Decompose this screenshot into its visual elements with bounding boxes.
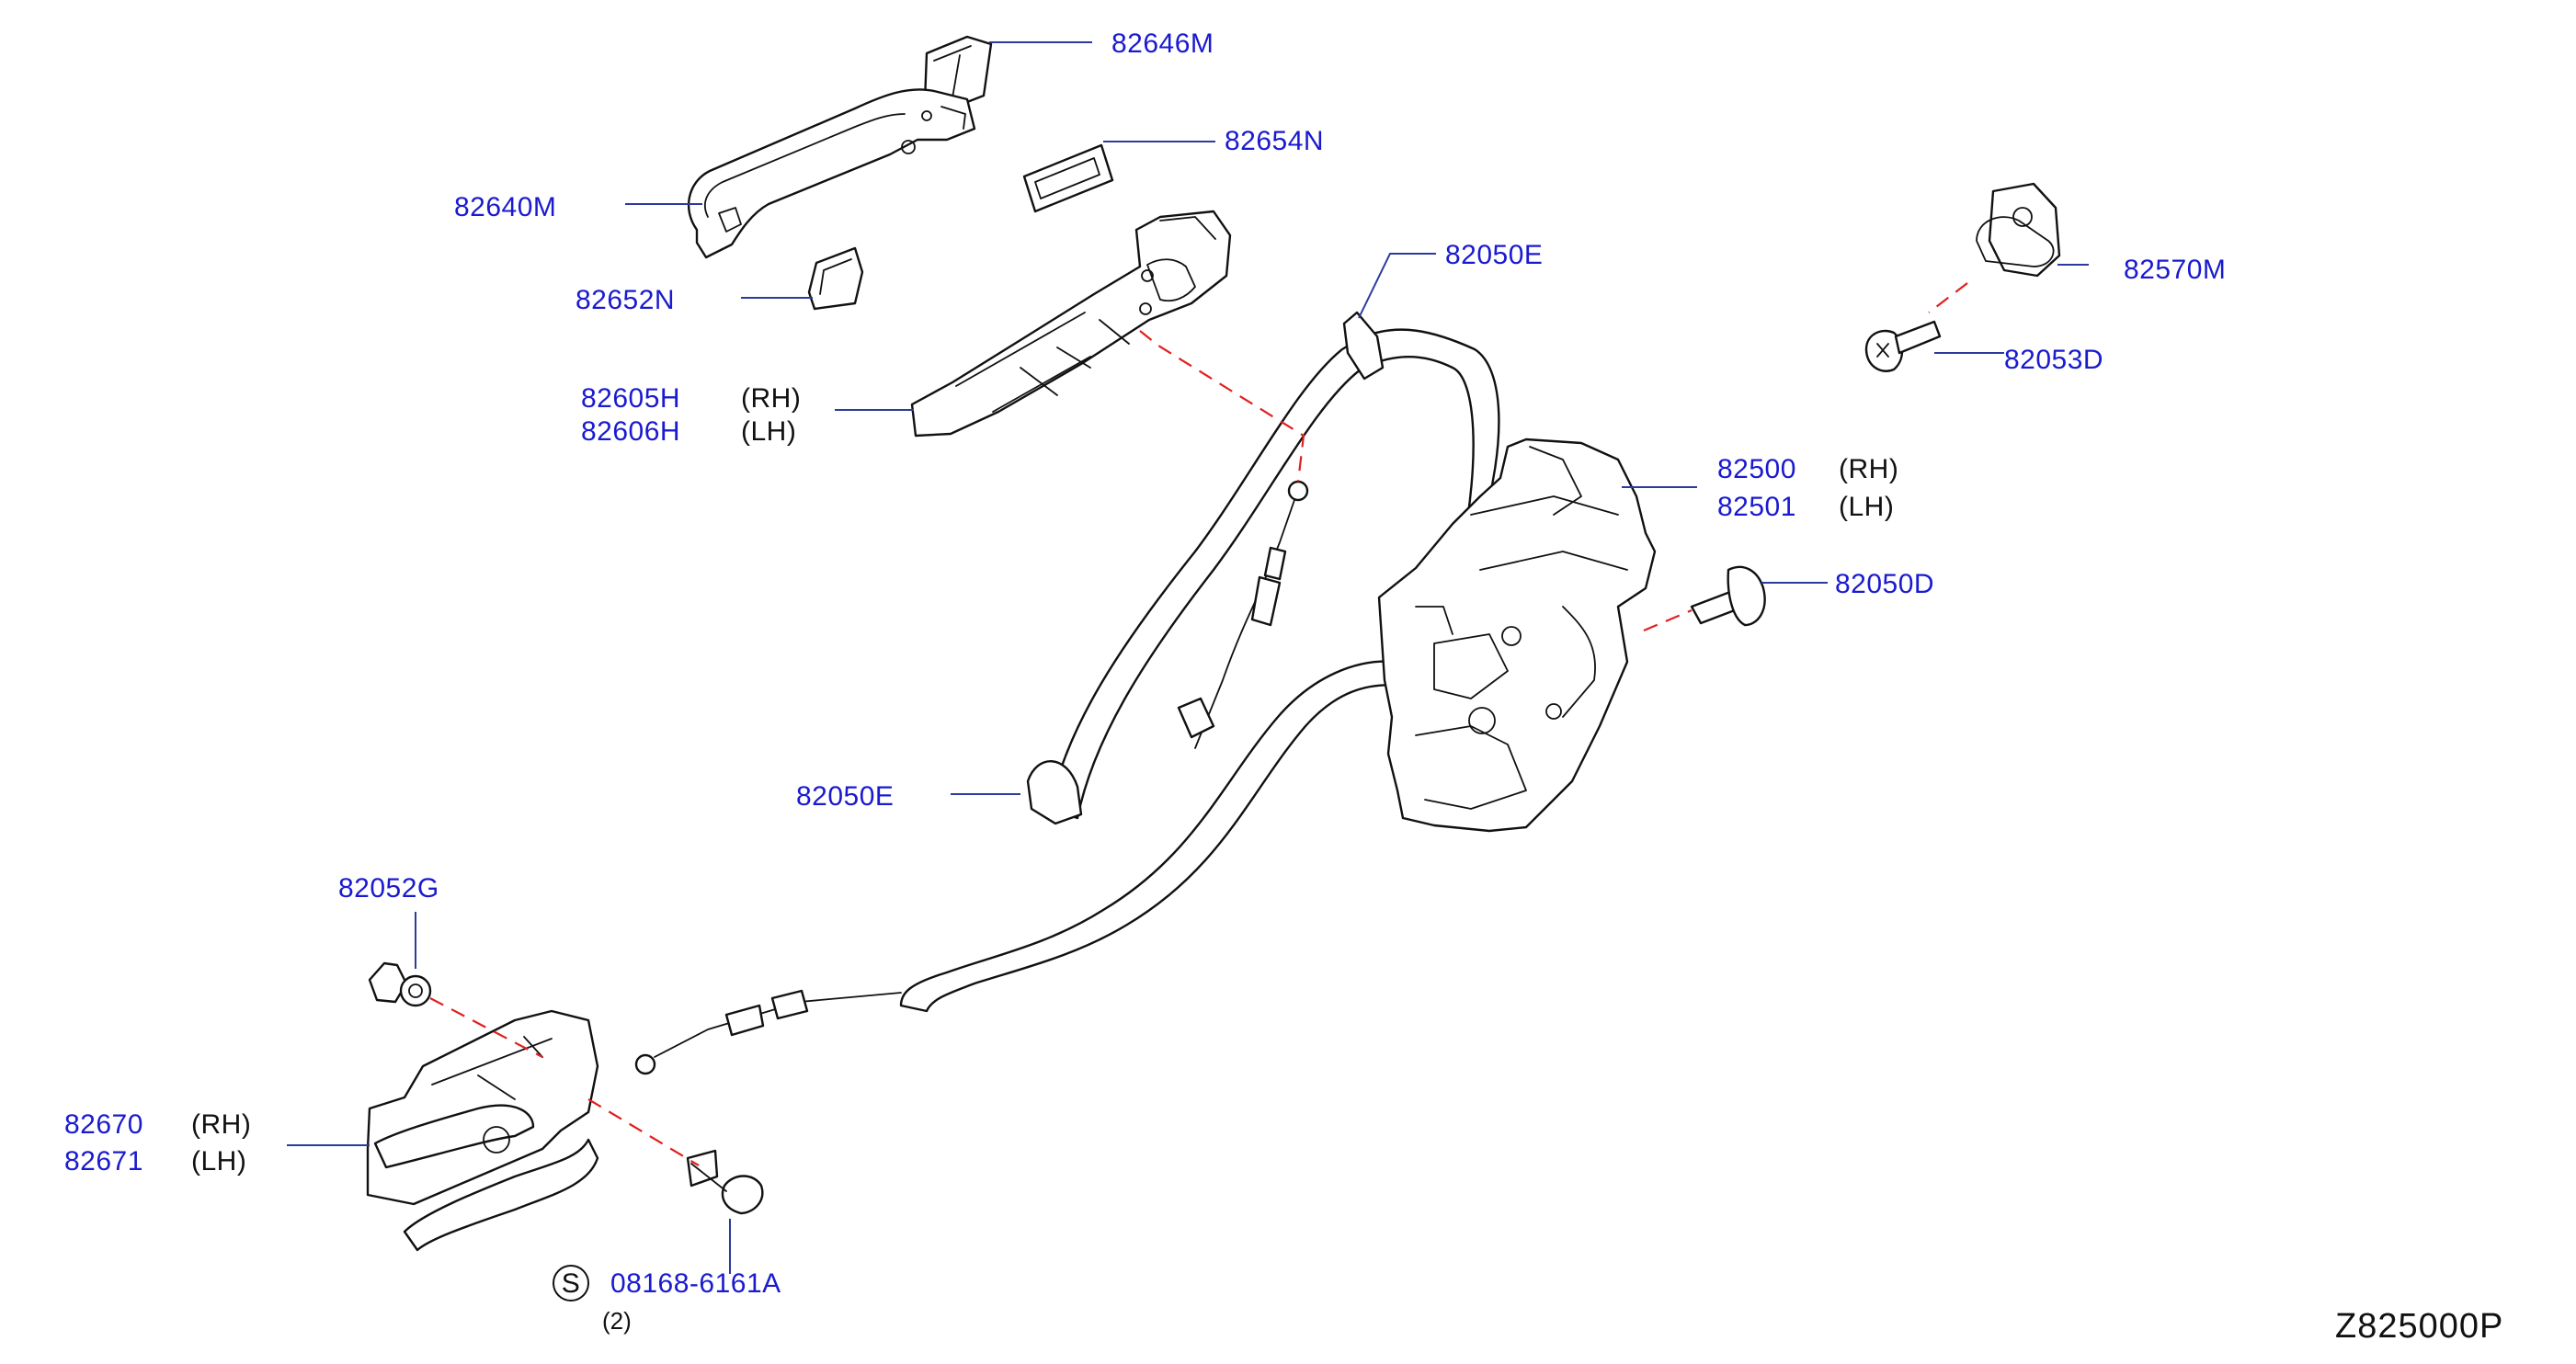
label-82605H-rh: (RH) [741,383,801,414]
label-82670: 82670 [64,1109,143,1140]
diagram-code: Z825000P [2335,1307,2503,1346]
door-lock-82500-82501 [1377,438,1657,833]
assembly-lines [429,282,1968,1166]
label-82640M: 82640M [454,192,556,222]
label-82670-rh: (RH) [191,1109,251,1140]
label-82646M: 82646M [1111,28,1214,59]
label-82652N: 82652N [576,285,675,315]
clip-82052G [368,961,432,1007]
label-82501: 82501 [1717,492,1796,522]
label-82671-lh: (LH) [191,1146,246,1176]
label-82052G: 82052G [338,873,439,904]
label-82605H: 82605H [581,383,680,414]
handle-bracket-82605H-82606H [910,210,1232,438]
cable-sheath-82050E [1026,311,1500,825]
label-82671: 82671 [64,1146,143,1176]
label-82050D: 82050D [1835,569,1934,599]
label-quantity: (2) [602,1307,632,1335]
label-82606H: 82606H [581,416,680,447]
standard-part-circle-icon [553,1265,589,1301]
bolt-08168-6161A [686,1149,764,1215]
leader-lines [287,41,2089,1274]
gasket-82652N [807,246,864,311]
outside-handle-82640M [687,88,976,259]
label-08168-6161A: 08168-6161A [610,1268,781,1299]
label-82570M: 82570M [2124,255,2226,285]
cable-long [634,660,1403,1075]
labels: 82646M 82654N 82640M 82652N 82605H (RH) … [64,28,2503,1346]
label-82606H-lh: (LH) [741,416,796,447]
standard-part-symbol: S [562,1268,581,1299]
inside-handle-82670-82671 [366,1009,599,1252]
screw-82053D [1864,320,1942,372]
label-82500-rh: (RH) [1839,454,1898,484]
label-82053D: 82053D [2004,345,2103,375]
label-82501-lh: (LH) [1839,492,1894,522]
label-82654N: 82654N [1225,126,1324,156]
label-82050E-top: 82050E [1445,240,1543,270]
pin-82050D [1690,565,1766,627]
striker-82570M [1976,182,2061,278]
label-82050E-bottom: 82050E [796,781,894,812]
gasket-82654N [1022,143,1114,213]
label-82500: 82500 [1717,454,1796,484]
